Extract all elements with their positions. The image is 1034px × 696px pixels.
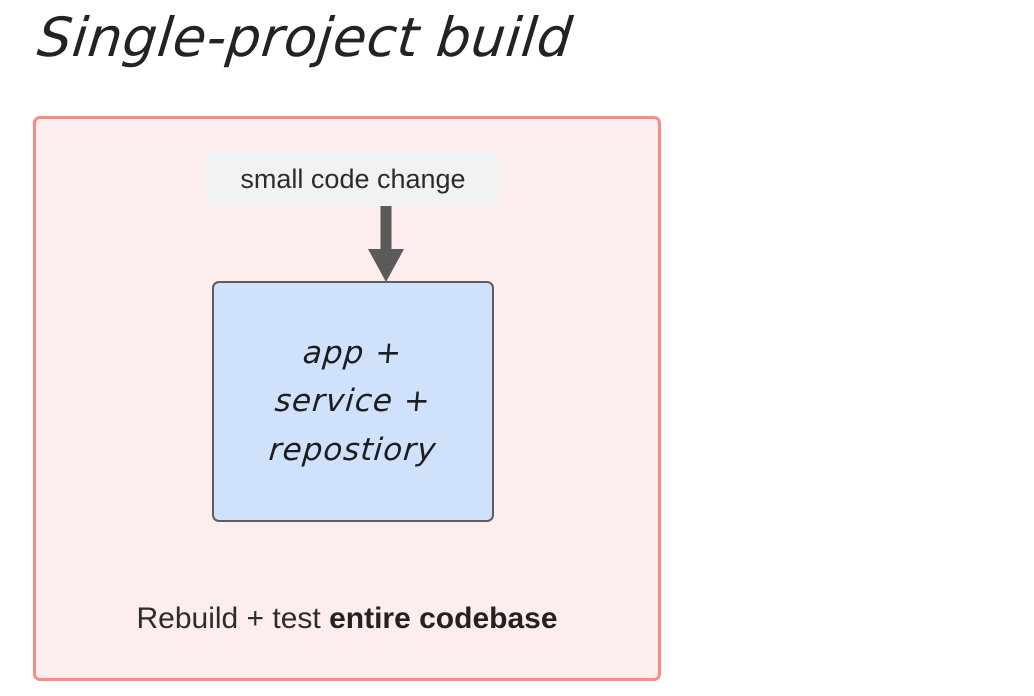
monolith-component-box: app + service + repostiory — [212, 281, 494, 522]
page-title: Single-project build — [34, 6, 576, 69]
component-line-repository: repostiory — [267, 431, 439, 468]
rebuild-caption: Rebuild + test entire codebase — [36, 602, 658, 636]
small-code-change-label: small code change — [240, 163, 466, 194]
down-arrow-icon — [336, 206, 436, 282]
single-project-build-container: small code change app + service + repost… — [33, 116, 661, 681]
caption-prefix: Rebuild + test — [136, 602, 330, 635]
caption-emphasis: entire codebase — [329, 602, 558, 635]
small-code-change-node: small code change — [206, 152, 500, 206]
component-line-app: app + — [301, 334, 405, 371]
component-line-service: service + — [273, 383, 433, 420]
